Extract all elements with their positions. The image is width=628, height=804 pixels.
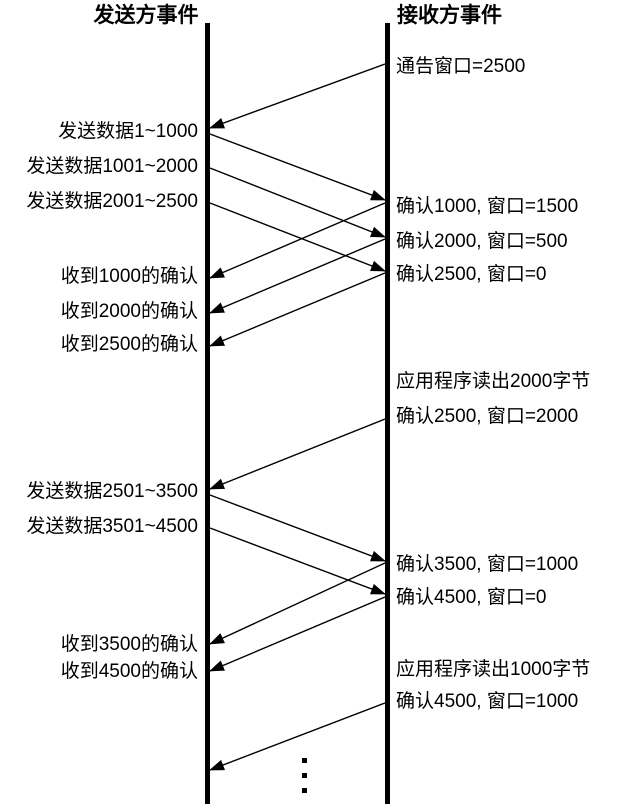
sender-event-label: 发送数据3501~4500 [26, 516, 198, 537]
sender-event-label: 收到1000的确认 [60, 266, 198, 287]
sender-column-title: 发送方事件 [93, 4, 199, 27]
sender-event-label: 发送数据2501~3500 [26, 481, 198, 502]
receiver-event-label: 确认4500, 窗口=0 [396, 587, 547, 608]
sender-event-label: 收到4500的确认 [60, 661, 198, 682]
receiver-event-label: 确认4500, 窗口=1000 [396, 691, 579, 712]
arrow-ack-4500-window-1000 [209, 702, 386, 771]
sender-timeline [205, 23, 210, 804]
continuation-ellipsis-dot [302, 758, 307, 763]
receiver-event-label: 确认3500, 窗口=1000 [396, 554, 579, 575]
arrow-advertise-window-2500 [209, 63, 386, 129]
receiver-event-label: 确认1000, 窗口=1500 [396, 196, 579, 217]
receiver-event-label: 确认2500, 窗口=0 [396, 264, 547, 285]
arrow-send-data-2001-2500 [209, 202, 386, 272]
arrow-ack-3500 [209, 562, 386, 645]
sender-event-label: 发送数据1~1000 [58, 121, 198, 142]
receiver-event-label: 应用程序读出2000字节 [396, 371, 591, 392]
receiver-event-label: 应用程序读出1000字节 [396, 659, 591, 680]
arrow-ack-1000 [209, 202, 386, 279]
receiver-timeline [385, 23, 390, 804]
sender-event-label: 发送数据1001~2000 [26, 156, 198, 177]
receiver-event-label: 确认2000, 窗口=500 [396, 231, 568, 252]
arrow-ack-2500-window-2000 [209, 418, 386, 490]
arrow-ack-2000 [209, 238, 386, 314]
receiver-event-label: 确认2500, 窗口=2000 [396, 406, 579, 427]
sender-event-label: 收到2500的确认 [60, 334, 198, 355]
receiver-column-title: 接收方事件 [397, 4, 502, 27]
arrow-ack-2500 [209, 272, 386, 347]
receiver-event-label: 通告窗口=2500 [396, 56, 526, 77]
continuation-ellipsis-dot [302, 773, 307, 778]
continuation-ellipsis-dot [302, 788, 307, 793]
arrow-send-data-2501-3500 [209, 494, 386, 562]
arrow-send-data-3501-4500 [209, 527, 386, 595]
sender-event-label: 发送数据2001~2500 [26, 191, 198, 212]
arrow-send-data-1001-2000 [209, 167, 386, 238]
sender-event-label: 收到2000的确认 [60, 301, 198, 322]
sender-event-label: 收到3500的确认 [60, 634, 198, 655]
arrow-ack-4500 [209, 596, 386, 672]
arrow-send-data-1-1000 [209, 133, 386, 201]
